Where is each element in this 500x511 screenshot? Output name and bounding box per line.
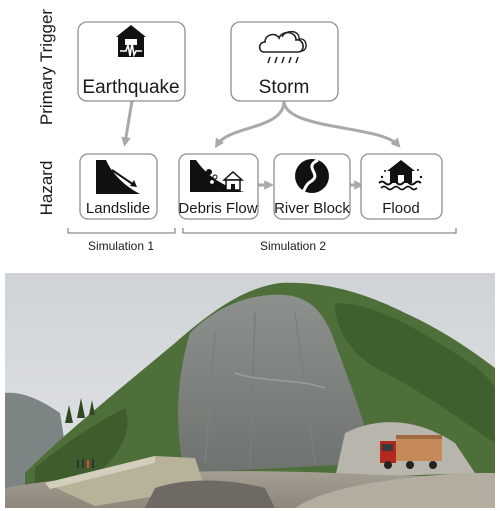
simulation-1-label: Simulation 1 — [88, 239, 154, 253]
storm-node: Storm — [230, 21, 339, 102]
river-block-node: River Block — [273, 153, 351, 220]
flooded-house-icon — [378, 160, 423, 191]
landslide-site-photo — [5, 273, 495, 508]
landslide-node: Landslide — [79, 153, 158, 220]
flood-node: Flood — [360, 153, 443, 220]
arrow-storm-to-debris-flow — [215, 100, 286, 149]
rain-cloud-icon — [258, 30, 307, 64]
landslide-label: Landslide — [86, 200, 150, 217]
river-block-label: River Block — [274, 200, 350, 217]
row-label-primary-trigger: Primary Trigger — [37, 9, 56, 126]
slope-arrow-icon — [96, 160, 140, 194]
storm-label: Storm — [259, 77, 310, 98]
earthquake-node: Earthquake — [77, 21, 186, 102]
landslide-photo-illustration — [5, 273, 495, 508]
simulation-2-bracket — [182, 228, 457, 234]
simulation-2-label: Simulation 2 — [260, 239, 326, 253]
row-label-hazard: Hazard — [37, 161, 56, 216]
arrow-earthquake-to-landslide — [121, 100, 134, 147]
simulation-1-bracket — [67, 228, 176, 234]
debris-flow-node: Debris Flow — [178, 153, 259, 220]
debris-flow-label: Debris Flow — [178, 200, 257, 217]
flood-label: Flood — [382, 200, 420, 217]
house-seismograph-icon — [116, 25, 146, 58]
arrow-storm-to-flood — [282, 100, 401, 148]
hazard-chain-diagram: Primary Trigger Hazard Earthquake — [37, 9, 457, 253]
debris-house-icon — [190, 160, 244, 192]
truck-illustration — [380, 435, 442, 469]
earthquake-label: Earthquake — [82, 77, 179, 98]
river-icon — [295, 158, 329, 194]
